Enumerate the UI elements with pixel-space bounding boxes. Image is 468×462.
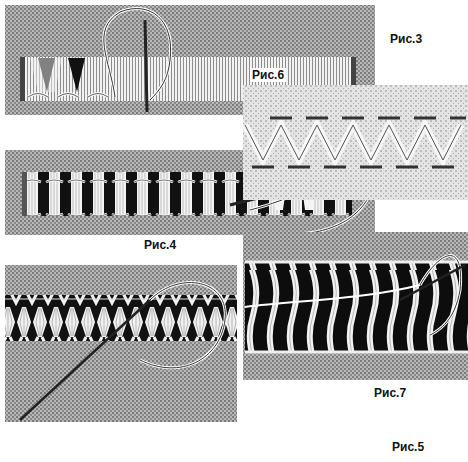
figure-label: Рис.7 (372, 386, 408, 400)
figure-label: Рис.4 (142, 238, 178, 252)
figure-label: Рис.5 (390, 440, 426, 454)
figure-label: Рис.6 (250, 68, 286, 82)
figure-label: Рис.3 (388, 32, 424, 46)
